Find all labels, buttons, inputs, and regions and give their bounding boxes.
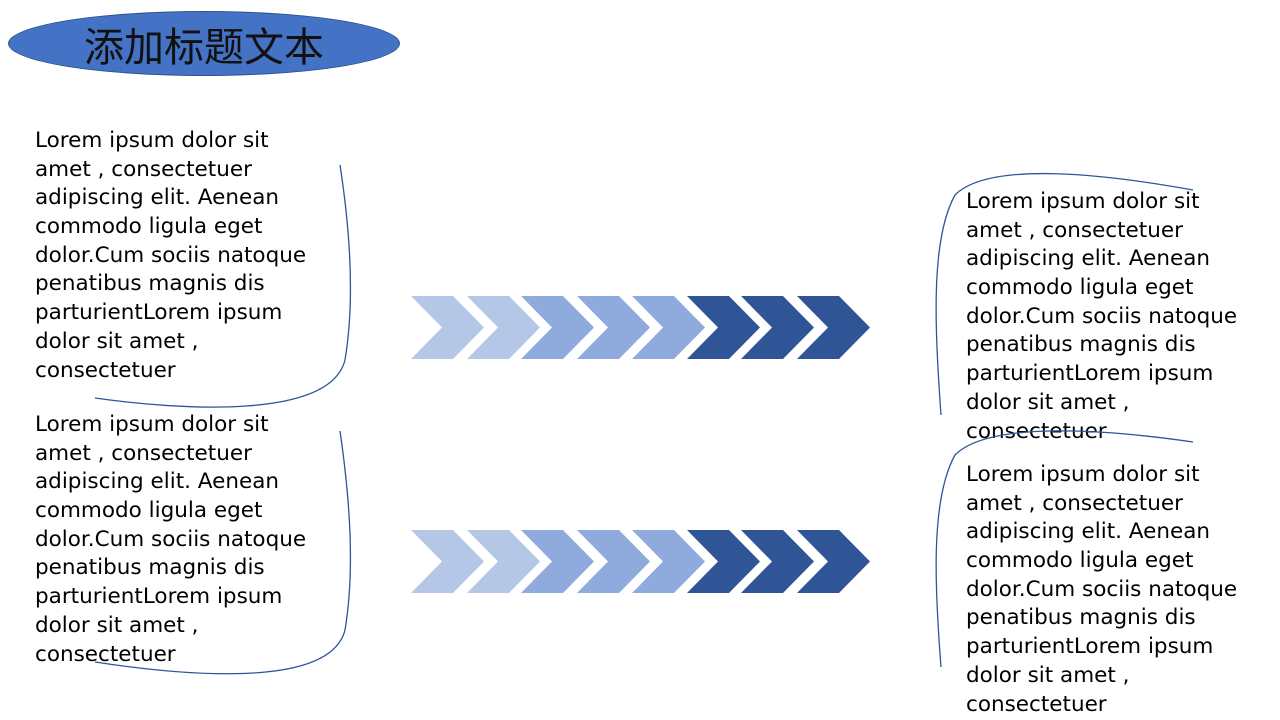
- text-block-right-top: Lorem ipsum dolor sit amet , consectetuer…: [966, 188, 1237, 446]
- text-line: Lorem ipsum dolor sit: [35, 128, 269, 153]
- chevron-arrow: [797, 530, 870, 593]
- title-banner: 添加标题文本: [8, 11, 400, 76]
- bracket-curve-right-bottom: [935, 430, 1194, 668]
- chevron-arrow: [521, 530, 594, 593]
- text-line: dolor sit amet ,: [35, 328, 199, 354]
- text-block-left-bottom: Lorem ipsum dolor sit amet , consectetuer…: [35, 411, 306, 669]
- text-line: adipiscing elit. Aenean: [966, 519, 1211, 545]
- text-line: adipiscing elit. Aenean: [35, 469, 280, 495]
- chevron-arrow: [632, 296, 705, 359]
- text-line: parturientLorem ipsum: [966, 361, 1214, 387]
- text-line: amet , consectetuer: [966, 490, 1183, 516]
- text-line: consectetuer: [35, 641, 176, 667]
- text-line: Lorem ipsum dolor sit: [966, 462, 1200, 487]
- bracket-curve-right-top: [935, 172, 1194, 416]
- text-line: parturientLorem ipsum: [35, 584, 283, 610]
- text-line: commodo ligula eget: [35, 498, 263, 524]
- text-block-left-top: Lorem ipsum dolor sit amet , consectetuer…: [35, 127, 306, 385]
- chevron-arrow: [741, 296, 814, 359]
- chevron-arrow: [687, 296, 760, 359]
- page-title: 添加标题文本: [84, 24, 324, 71]
- text-line: amet , consectetuer: [966, 217, 1183, 243]
- chevron-arrow: [687, 530, 760, 593]
- text-line: penatibus magnis dis: [966, 605, 1196, 631]
- text-line: amet , consectetuer: [35, 440, 252, 466]
- chevron-arrow: [741, 530, 814, 593]
- chevron-arrow: [467, 530, 540, 593]
- chevron-arrow: [797, 296, 870, 359]
- text-line: commodo ligula eget: [966, 548, 1194, 574]
- chevron-arrow: [632, 530, 705, 593]
- text-line: dolor sit amet ,: [966, 389, 1130, 415]
- text-line: dolor.Cum sociis natoque: [966, 303, 1238, 329]
- chevron-arrow: [411, 296, 484, 359]
- text-line: dolor.Cum sociis natoque: [35, 526, 307, 552]
- text-line: adipiscing elit. Aenean: [35, 185, 280, 211]
- text-line: consectetuer: [35, 357, 176, 383]
- chevron-arrow-row-top: [411, 296, 870, 359]
- text-line: penatibus magnis dis: [966, 332, 1196, 358]
- bracket-curve-left-top: [94, 164, 352, 408]
- text-line: dolor.Cum sociis natoque: [35, 242, 307, 268]
- chevron-arrow: [411, 530, 484, 593]
- chevron-arrow: [577, 530, 650, 593]
- chevron-arrow: [521, 296, 594, 359]
- text-line: parturientLorem ipsum: [35, 300, 283, 326]
- text-block-right-bottom: Lorem ipsum dolor sit amet , consectetuer…: [966, 461, 1237, 719]
- text-line: parturientLorem ipsum: [966, 634, 1214, 660]
- text-line: commodo ligula eget: [35, 214, 263, 240]
- text-line: amet , consectetuer: [35, 156, 252, 182]
- chevron-arrow: [577, 296, 650, 359]
- text-line: dolor.Cum sociis natoque: [966, 576, 1238, 602]
- chevron-arrow-row-bottom: [411, 530, 870, 593]
- text-line: Lorem ipsum dolor sit: [966, 189, 1200, 214]
- text-line: adipiscing elit. Aenean: [966, 246, 1211, 272]
- text-line: consectetuer: [966, 691, 1107, 717]
- text-line: penatibus magnis dis: [35, 271, 265, 297]
- bracket-curve-left-bottom: [94, 430, 352, 675]
- text-line: dolor sit amet ,: [966, 662, 1130, 688]
- text-line: dolor sit amet ,: [35, 612, 199, 638]
- text-line: penatibus magnis dis: [35, 555, 265, 581]
- text-line: Lorem ipsum dolor sit: [35, 412, 269, 437]
- text-line: commodo ligula eget: [966, 275, 1194, 301]
- chevron-arrow: [467, 296, 540, 359]
